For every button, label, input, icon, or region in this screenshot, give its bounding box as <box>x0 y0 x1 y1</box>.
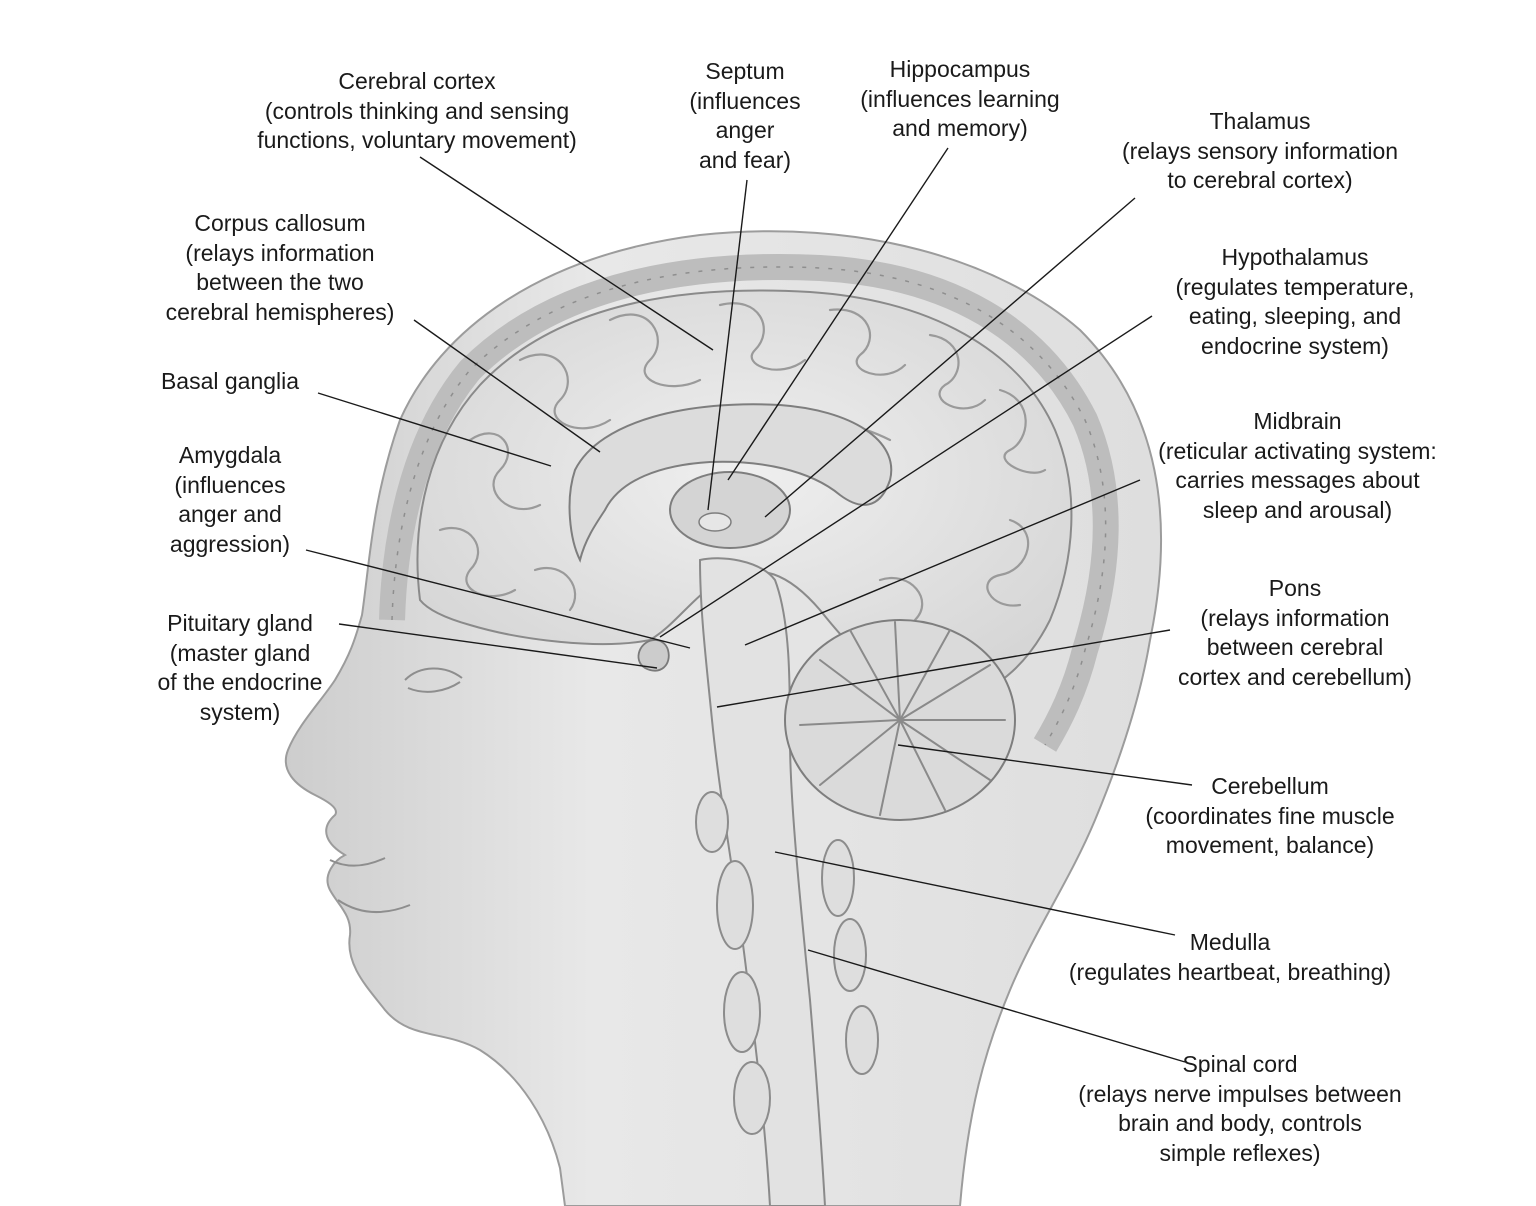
label-desc-line: endocrine system) <box>1201 332 1389 359</box>
label-midbrain: Midbrain (reticular activating system: car… <box>1140 407 1455 525</box>
label-desc-line: (relays nerve impulses between <box>1078 1080 1402 1107</box>
leader-line-hippocampus <box>727 147 949 481</box>
label-desc-line: aggression) <box>169 530 291 557</box>
brainstem-structure <box>698 557 827 1206</box>
label-desc-line: simple reflexes) <box>1159 1139 1321 1166</box>
label-name-septum: Septum <box>705 58 785 84</box>
label-desc-line: (influences learning <box>860 85 1060 112</box>
leader-line-cerebellum <box>897 744 1193 786</box>
label-desc-line: brain and body, controls <box>1118 1110 1362 1136</box>
label-name-midbrain: Midbrain <box>1253 408 1342 434</box>
label-pons: Pons (relays information between cerebral c… <box>1155 574 1435 692</box>
label-name-thalamus: Thalamus <box>1209 108 1311 134</box>
label-name-basal-ganglia: Basal ganglia <box>160 368 300 394</box>
thalamus-structure <box>669 471 791 549</box>
label-desc-line: (influences <box>174 471 286 498</box>
label-hippocampus: Hippocampus (influences learning and memor… <box>840 55 1080 144</box>
label-desc-line: eating, sleeping, and <box>1188 303 1402 329</box>
label-desc-line: system) <box>199 698 281 725</box>
label-name-pituitary-gland: Pituitary gland <box>167 610 313 636</box>
label-medulla: Medulla (regulates heartbeat, breathing) <box>1040 928 1420 987</box>
label-desc-line: and memory) <box>892 115 1028 141</box>
label-desc-line: between cerebral <box>1206 634 1384 660</box>
label-desc-thalamus: (relays sensory information to cerebral c… <box>1095 137 1425 196</box>
label-amygdala: Amygdala (influences anger and aggression) <box>150 441 310 559</box>
pituitary-structure <box>637 639 670 672</box>
leader-line-hypothalamus <box>659 315 1153 638</box>
label-desc-line: (controls thinking and sensing <box>264 97 570 124</box>
label-desc-line: (relays information <box>185 239 375 266</box>
label-desc-line: (regulates temperature, <box>1175 273 1415 300</box>
label-name-medulla: Medulla <box>1189 929 1271 955</box>
leader-line-medulla <box>774 851 1176 936</box>
label-basal-ganglia: Basal ganglia <box>140 367 320 397</box>
label-desc-line: cortex and cerebellum) <box>1178 663 1412 690</box>
leader-line-pituitary-gland <box>338 623 658 669</box>
label-name-hippocampus: Hippocampus <box>889 56 1031 82</box>
label-desc-line: and fear) <box>698 146 792 173</box>
label-septum: Septum (influences anger and fear) <box>670 57 820 175</box>
label-hypothalamus: Hypothalamus (regulates temperature, eatin… <box>1150 243 1440 361</box>
label-desc-line: (relays sensory information <box>1121 137 1399 164</box>
vertebrae <box>695 791 879 1135</box>
label-desc-line: of the endocrine <box>157 669 323 695</box>
leader-line-basal-ganglia <box>317 392 552 467</box>
label-corpus-callosum: Corpus callosum (relays information betwee… <box>140 209 420 327</box>
label-cerebellum: Cerebellum (coordinates fine muscle moveme… <box>1120 772 1420 861</box>
label-desc-septum: (influences anger and fear) <box>670 87 820 176</box>
label-name-hypothalamus: Hypothalamus <box>1221 244 1369 270</box>
label-desc-cerebral-cortex: (controls thinking and sensing functions,… <box>232 97 602 156</box>
label-pituitary-gland: Pituitary gland (master gland of the endoc… <box>140 609 340 727</box>
label-desc-corpus-callosum: (relays information between the two cerebr… <box>140 239 420 328</box>
cerebellum-structure <box>784 619 1016 821</box>
label-desc-line: (influences <box>689 87 801 114</box>
leader-line-thalamus <box>764 197 1136 518</box>
label-desc-line: to cerebral cortex) <box>1167 167 1353 193</box>
label-desc-amygdala: (influences anger and aggression) <box>150 471 310 560</box>
label-desc-hypothalamus: (regulates temperature, eating, sleeping,… <box>1150 273 1440 362</box>
leader-lines <box>305 147 1193 1063</box>
leader-line-amygdala <box>305 549 691 649</box>
label-desc-line: anger and <box>178 501 282 527</box>
corpus-callosum-structure <box>568 403 893 563</box>
label-desc-line: (coordinates fine muscle <box>1145 802 1395 829</box>
label-desc-medulla: (regulates heartbeat, breathing) <box>1040 958 1420 988</box>
label-name-cerebral-cortex: Cerebral cortex <box>338 68 496 94</box>
label-name-cerebellum: Cerebellum <box>1211 773 1329 799</box>
leader-line-septum <box>707 179 748 511</box>
label-desc-hippocampus: (influences learning and memory) <box>840 85 1080 144</box>
label-desc-line: carries messages about <box>1175 467 1420 493</box>
label-desc-line: anger <box>715 117 775 143</box>
label-desc-pons: (relays information between cerebral corte… <box>1155 604 1435 693</box>
label-desc-line: (regulates heartbeat, breathing) <box>1068 958 1392 985</box>
label-desc-midbrain: (reticular activating system: carries mes… <box>1140 437 1455 526</box>
label-desc-spinal-cord: (relays nerve impulses between brain and … <box>1050 1080 1430 1169</box>
label-cerebral-cortex: Cerebral cortex (controls thinking and se… <box>232 67 602 156</box>
label-desc-line: (reticular activating system: <box>1158 437 1437 464</box>
label-desc-cerebellum: (coordinates fine muscle movement, balanc… <box>1120 802 1420 861</box>
label-desc-line: between the two <box>196 269 364 295</box>
label-desc-line: functions, voluntary movement) <box>257 127 577 153</box>
leader-line-spinal-cord <box>807 949 1186 1063</box>
leader-line-midbrain <box>744 479 1141 646</box>
label-name-corpus-callosum: Corpus callosum <box>194 210 366 236</box>
label-name-amygdala: Amygdala <box>178 442 282 468</box>
label-desc-line: (master gland <box>169 639 311 666</box>
label-spinal-cord: Spinal cord (relays nerve impulses betwee… <box>1050 1050 1430 1168</box>
leader-line-cerebral-cortex <box>419 156 714 351</box>
label-desc-line: sleep and arousal) <box>1202 496 1393 523</box>
label-thalamus: Thalamus (relays sensory information to ce… <box>1095 107 1425 196</box>
label-desc-line: cerebral hemispheres) <box>165 298 395 325</box>
label-desc-line: movement, balance) <box>1165 832 1375 858</box>
leader-line-corpus-callosum <box>413 319 601 453</box>
label-name-pons: Pons <box>1268 575 1322 601</box>
face-features <box>329 667 463 913</box>
leader-line-pons <box>716 629 1171 708</box>
label-desc-pituitary-gland: (master gland of the endocrine system) <box>140 639 340 728</box>
label-desc-line: (relays information <box>1200 604 1390 631</box>
label-name-spinal-cord: Spinal cord <box>1182 1051 1298 1077</box>
